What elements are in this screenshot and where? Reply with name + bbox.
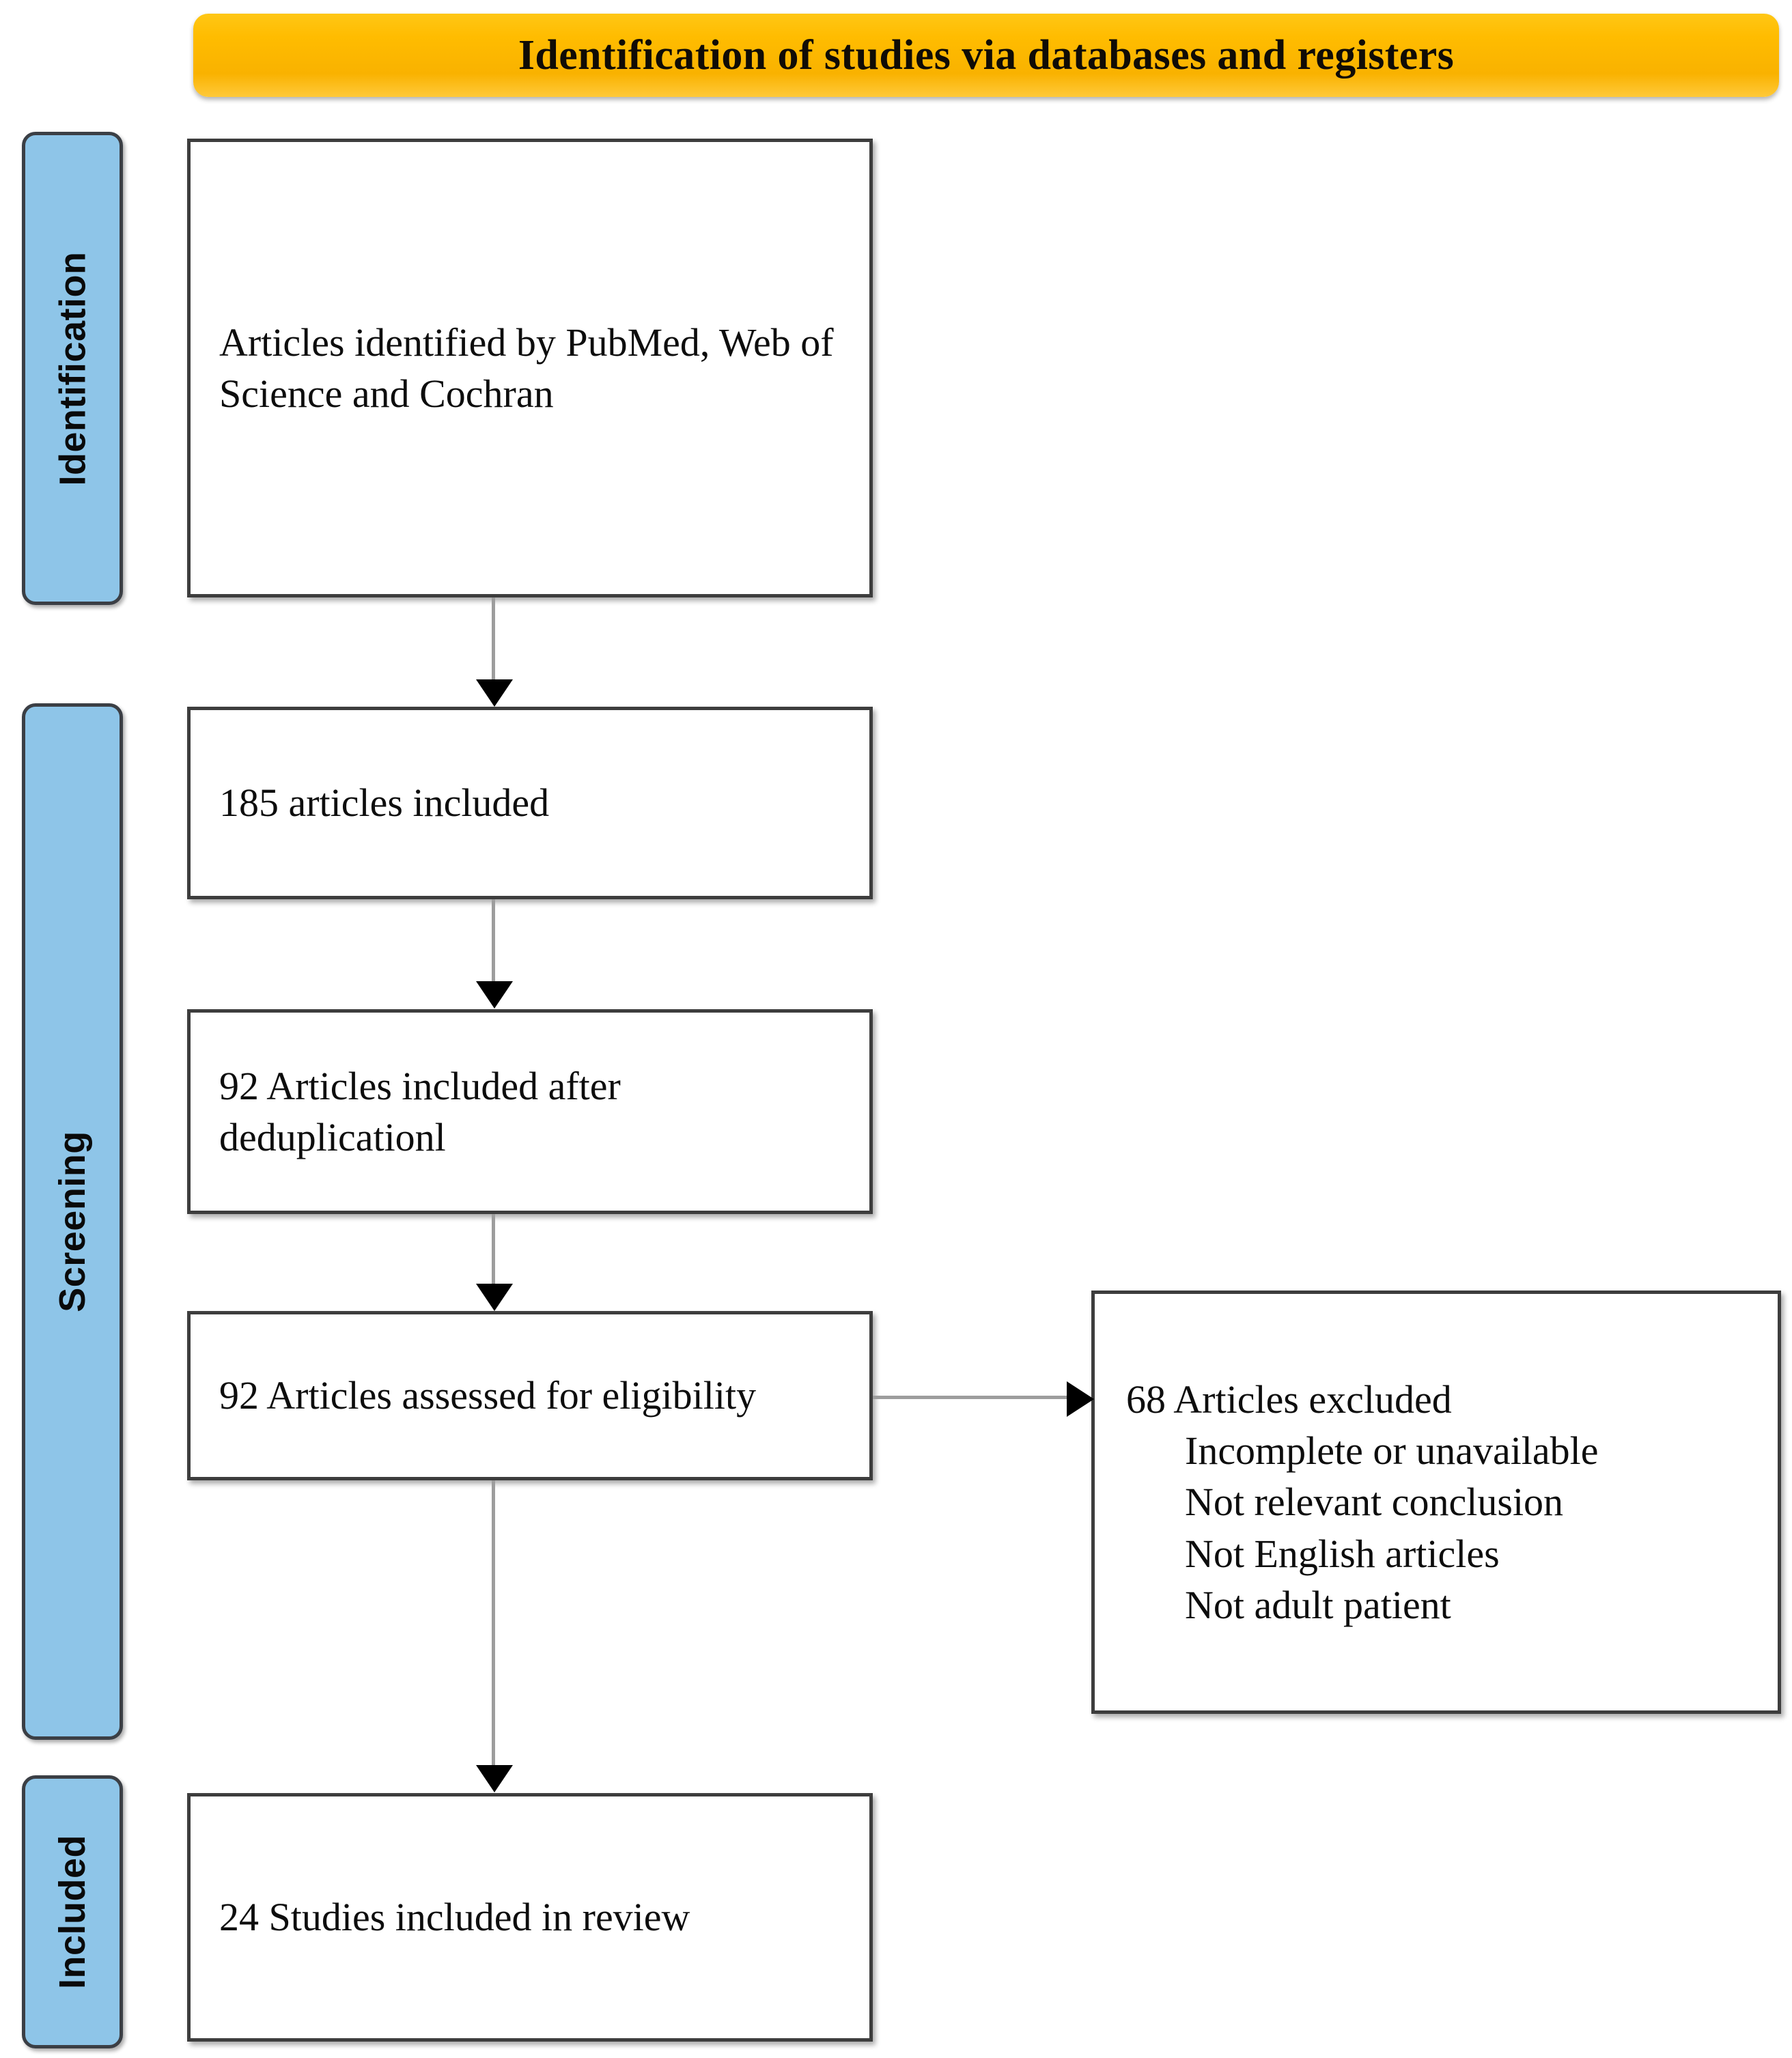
arrow-head-down-icon: [476, 1284, 513, 1311]
flow-box-assessed-for-eligibility-text: 92 Articles assessed for eligibility: [219, 1373, 757, 1418]
excluded-reason-not-english: Not English articles: [1185, 1531, 1500, 1576]
stage-pill-included: Included: [22, 1775, 123, 2048]
flow-box-studies-included-in-review-text: 24 Studies included in review: [219, 1895, 690, 1940]
connector-line-deduplication-to-eligibility: [492, 1214, 495, 1285]
arrow-head-down-icon: [476, 1765, 513, 1792]
flow-box-articles-identified-text: Articles identified by PubMed, Web of Sc…: [219, 320, 834, 416]
stage-label-screening: Screening: [52, 1131, 93, 1312]
flow-box-articles-included: 185 articles included: [187, 707, 873, 899]
banner-title: Identification of studies via databases …: [518, 31, 1455, 79]
flow-box-after-deduplication-text: 92 Articles included after deduplication…: [219, 1063, 621, 1159]
flow-box-after-deduplication: 92 Articles included after deduplication…: [187, 1009, 873, 1214]
stage-pill-identification: Identification: [22, 132, 123, 605]
stage-label-identification: Identification: [52, 251, 93, 485]
connector-line-included-to-deduplication: [492, 899, 495, 983]
excluded-reason-not-relevant: Not relevant conclusion: [1185, 1480, 1564, 1525]
flow-box-articles-included-text: 185 articles included: [219, 780, 550, 826]
flow-box-articles-identified: Articles identified by PubMed, Web of Sc…: [187, 139, 873, 597]
arrow-head-down-icon: [476, 981, 513, 1009]
stage-pill-screening: Screening: [22, 703, 123, 1740]
stage-label-included: Included: [52, 1834, 94, 1990]
excluded-reason-not-adult: Not adult patient: [1185, 1583, 1451, 1628]
connector-line-eligibility-to-review: [492, 1480, 495, 1767]
arrow-head-down-icon: [476, 679, 513, 707]
excluded-reason-incomplete: Incomplete or unavailable: [1185, 1428, 1599, 1473]
flow-box-studies-included-in-review: 24 Studies included in review: [187, 1793, 873, 2042]
flow-box-assessed-for-eligibility: 92 Articles assessed for eligibility: [187, 1311, 873, 1480]
flow-box-articles-excluded: 68 Articles excluded Incomplete or unava…: [1091, 1291, 1781, 1714]
connector-line-eligibility-to-excluded: [873, 1396, 1071, 1399]
diagram-header-banner: Identification of studies via databases …: [193, 14, 1779, 97]
flow-box-articles-excluded-text: 68 Articles excluded Incomplete or unava…: [1095, 1374, 1778, 1631]
connector-line-identified-to-included: [492, 597, 495, 682]
excluded-heading: 68 Articles excluded: [1126, 1377, 1452, 1422]
arrow-head-right-icon: [1067, 1381, 1094, 1417]
